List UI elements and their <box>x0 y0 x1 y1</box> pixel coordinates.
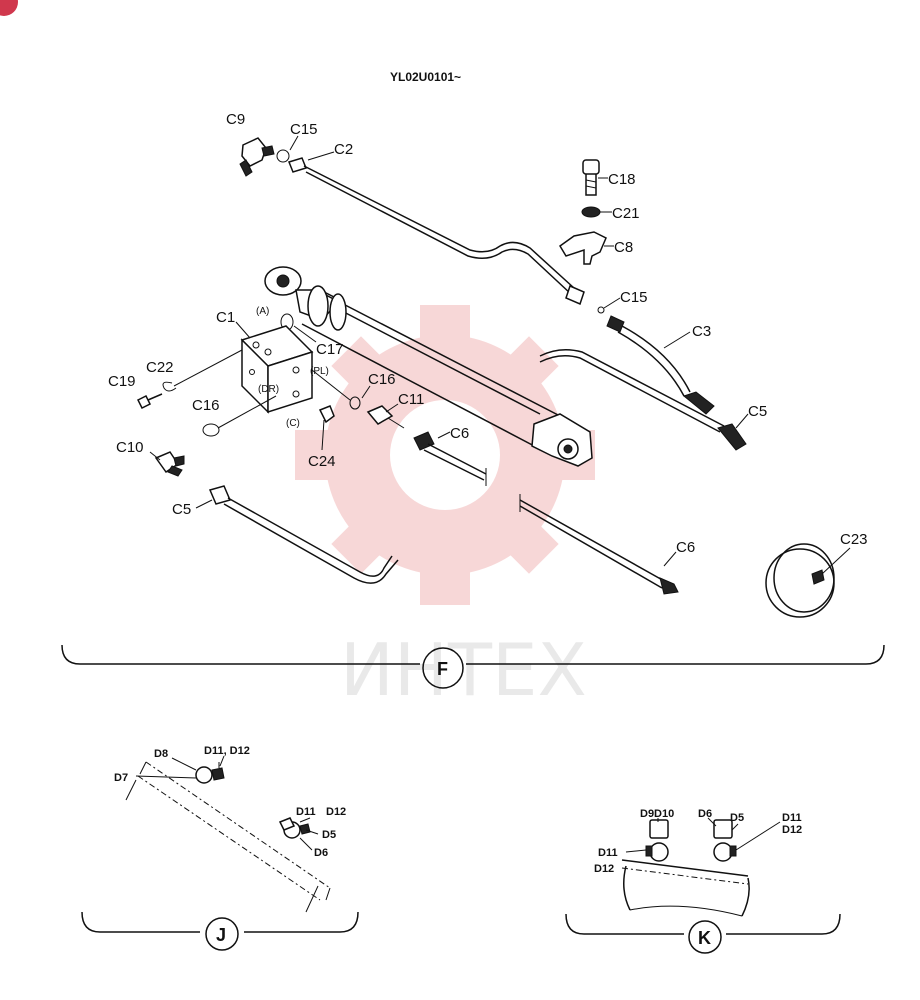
c9-elbow-fitting <box>239 137 275 177</box>
c6-pipe-top <box>413 431 487 486</box>
view-letter-j: J <box>216 925 226 945</box>
label-c16-right: C16 <box>368 371 396 388</box>
label-c8: C8 <box>614 239 633 256</box>
c22-clip <box>162 381 177 392</box>
view-letter-k-circle <box>688 920 722 954</box>
label-d7: D7 <box>114 772 128 784</box>
label-d11: D11 <box>296 806 316 818</box>
label-c19: C19 <box>108 373 136 390</box>
label-c2: C2 <box>334 141 353 158</box>
label-c10: C10 <box>116 439 144 456</box>
label-d12: D12 <box>326 806 346 818</box>
label-d11-right: D11 <box>782 812 802 824</box>
hydraulic-cylinder <box>264 266 593 467</box>
c1-valve-block <box>240 325 314 414</box>
label-d12-right: D12 <box>782 824 802 836</box>
c15-oring-mid <box>597 306 605 314</box>
c3-hose <box>606 315 715 415</box>
c16-oring-right <box>349 396 361 410</box>
brace-j <box>81 911 359 933</box>
c5-left-pipe <box>208 485 399 584</box>
label-d9-d10: D9D10 <box>640 808 674 820</box>
c16-oring-left <box>202 423 220 437</box>
label-port-pl: (PL) <box>310 366 329 377</box>
label-c22: C22 <box>146 359 174 376</box>
c8-clamp <box>559 231 607 265</box>
c5-right-pipe <box>539 349 747 451</box>
serial-label: YL02U0101~ <box>390 70 461 84</box>
c2-pipe <box>288 157 585 306</box>
label-c1: C1 <box>216 309 235 326</box>
c18-bolt <box>582 159 600 196</box>
label-c5-left: C5 <box>172 501 191 518</box>
label-c16-left: C16 <box>192 397 220 414</box>
label-port-c: (C) <box>286 418 300 429</box>
label-d5: D5 <box>730 812 744 824</box>
view-letter-j-circle <box>205 917 239 951</box>
label-c11: C11 <box>398 391 424 408</box>
label-c6-bottom: C6 <box>676 539 695 556</box>
label-c17: C17 <box>316 341 344 358</box>
detail-view-j: D8 D11, D12 D7 D11 D12 D5 D6 J <box>81 745 359 951</box>
label-c24: C24 <box>308 453 336 470</box>
label-c6-top: C6 <box>450 425 469 442</box>
label-port-a: (A) <box>256 306 269 317</box>
watermark: ИНТЕХ <box>295 305 595 712</box>
label-c21: C21 <box>612 205 640 222</box>
c11-fitting <box>366 405 405 429</box>
label-d11-d12-top: D11, D12 <box>204 745 250 757</box>
label-c5-right: C5 <box>748 403 767 420</box>
view-letter-k: K <box>698 928 711 948</box>
c24-plug <box>318 405 335 424</box>
c10-elbow-fitting <box>154 451 185 477</box>
brace-k <box>565 913 841 935</box>
label-c9: C9 <box>226 111 245 128</box>
label-d5: D5 <box>322 829 336 841</box>
label-c3: C3 <box>692 323 711 340</box>
c23-coil <box>765 543 851 618</box>
label-c18: C18 <box>608 171 636 188</box>
brace-f <box>61 644 885 665</box>
c15-oring-top <box>276 149 290 163</box>
leader-lines <box>149 135 749 567</box>
label-c15-top: C15 <box>290 121 318 138</box>
c6-pipe-bottom <box>519 494 679 595</box>
label-c15-mid: C15 <box>620 289 648 306</box>
label-c23: C23 <box>840 531 868 548</box>
label-d6: D6 <box>314 847 328 859</box>
corner-badge <box>0 0 18 16</box>
c19-screw <box>136 393 163 410</box>
view-letter-f-circle <box>422 647 464 689</box>
label-d8: D8 <box>154 748 168 760</box>
view-letter-f: F <box>437 659 448 679</box>
label-d6: D6 <box>698 808 712 820</box>
label-d12-left: D12 <box>594 863 614 875</box>
label-d11-left: D11 <box>598 847 618 859</box>
detail-view-k: D9D10 D6 D5 D11 D12 D11 D12 K <box>565 808 841 954</box>
c21-washer <box>581 206 601 218</box>
label-port-dr: (DR) <box>258 384 279 395</box>
main-view-f: C9 C15 C2 C18 C21 C8 C15 C3 C5 C1 (A) C1… <box>61 111 885 689</box>
